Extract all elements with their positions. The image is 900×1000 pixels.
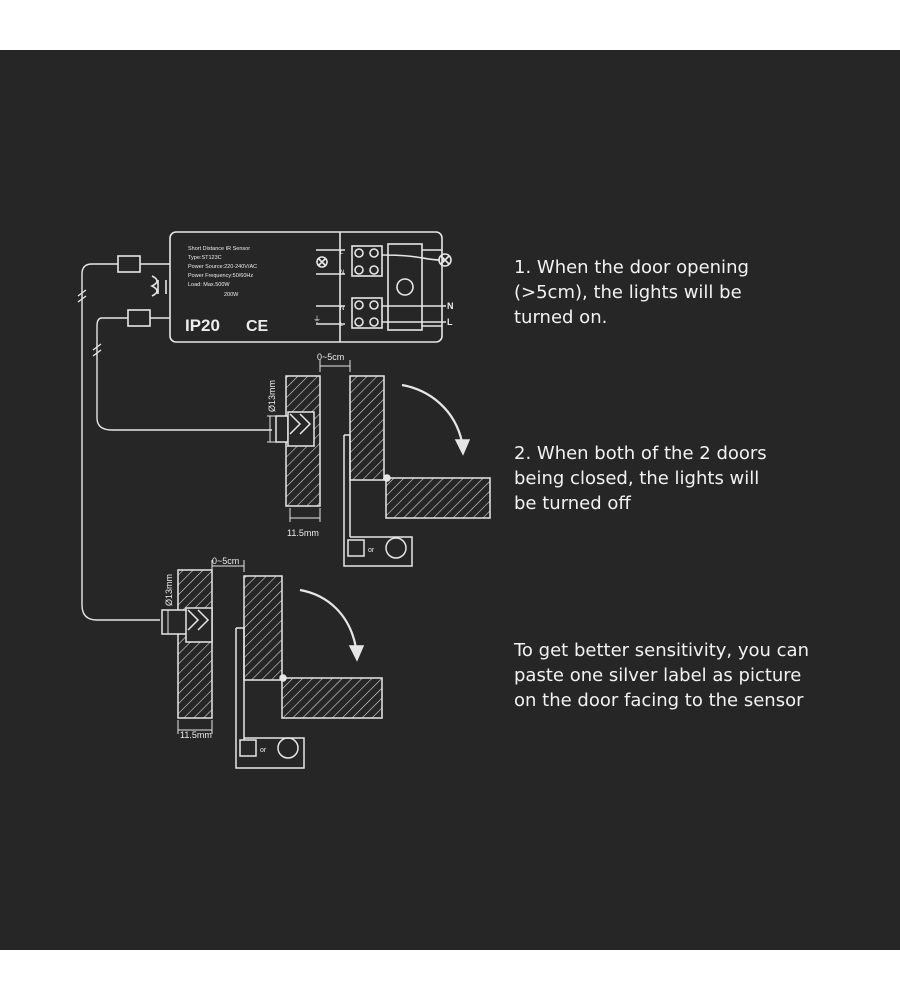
lamp-symbol-small xyxy=(316,256,328,268)
terminal-l-top: L xyxy=(340,250,344,256)
mains-n-label: N xyxy=(447,301,454,311)
strain-relief xyxy=(396,278,414,296)
door-assembly-top xyxy=(267,360,491,567)
gap-label-bottom: 0~5cm xyxy=(212,556,239,566)
instruction-panel: Short Distance IR Sensor Type:ST123C Pow… xyxy=(0,50,900,950)
label-circle-top xyxy=(385,537,407,559)
terminal-n-top: N xyxy=(340,270,344,276)
sensor-load: Load: Max.500W xyxy=(188,282,230,288)
caption-step-2: 2. When both of the 2 doors being closed… xyxy=(514,443,767,514)
sensor-housing xyxy=(169,231,443,343)
sensor-power-frequency: Power Frequency:50/60Hz xyxy=(188,273,253,279)
depth-label-top: 11.5mm xyxy=(287,528,319,538)
door-assembly-bottom xyxy=(161,560,383,769)
label-circle-bottom xyxy=(277,737,299,759)
or-label-top: or xyxy=(368,547,375,554)
cable-socket-bottom xyxy=(127,309,151,327)
sensor-power-source: Power Source:220-240V/AC xyxy=(188,264,257,270)
label-square-top xyxy=(347,539,365,557)
depth-label-bottom: 11.5mm xyxy=(180,730,212,740)
terminal-l-bottom: L xyxy=(340,322,344,328)
sensor-module xyxy=(117,231,452,343)
door-panel-bottom xyxy=(243,575,283,681)
caption-tip: To get better sensitivity, you can paste… xyxy=(514,640,809,711)
ip-rating: IP20 xyxy=(185,316,220,335)
diameter-label-bottom: Ø13mm xyxy=(164,574,174,606)
or-label-bottom: or xyxy=(260,747,267,754)
sensor-type: Type:ST123C xyxy=(188,255,222,261)
sensor-head-top xyxy=(275,415,289,443)
door-closed-top xyxy=(385,477,491,519)
mains-l-label: L xyxy=(447,317,453,327)
ce-mark: CE xyxy=(246,318,269,335)
diameter-label-top: Ø13mm xyxy=(267,380,277,412)
door-swing-arrow-top xyxy=(401,383,464,443)
sensor-cables xyxy=(77,263,272,621)
lamp-icon xyxy=(438,253,452,267)
label-square-bottom xyxy=(239,739,257,757)
sensor-load-led: 200W xyxy=(224,292,239,298)
cable-socket-top xyxy=(117,255,141,273)
sensor-head-bottom xyxy=(161,609,189,635)
caption-step-1: 1. When the door opening (>5cm), the lig… xyxy=(514,257,749,328)
cabinet-side-bottom xyxy=(177,569,213,719)
door-panel-top xyxy=(349,375,385,481)
terminal-n-bottom: N xyxy=(340,306,344,312)
gap-label-top: 0~5cm xyxy=(317,352,344,362)
door-swing-arrow-bottom xyxy=(299,588,358,649)
wiring-diagram: Short Distance IR Sensor Type:ST123C Pow… xyxy=(77,231,491,769)
sensor-title: Short Distance IR Sensor xyxy=(188,246,250,252)
door-closed-bottom xyxy=(281,677,383,719)
terminal-earth: ⏚ xyxy=(313,315,321,324)
